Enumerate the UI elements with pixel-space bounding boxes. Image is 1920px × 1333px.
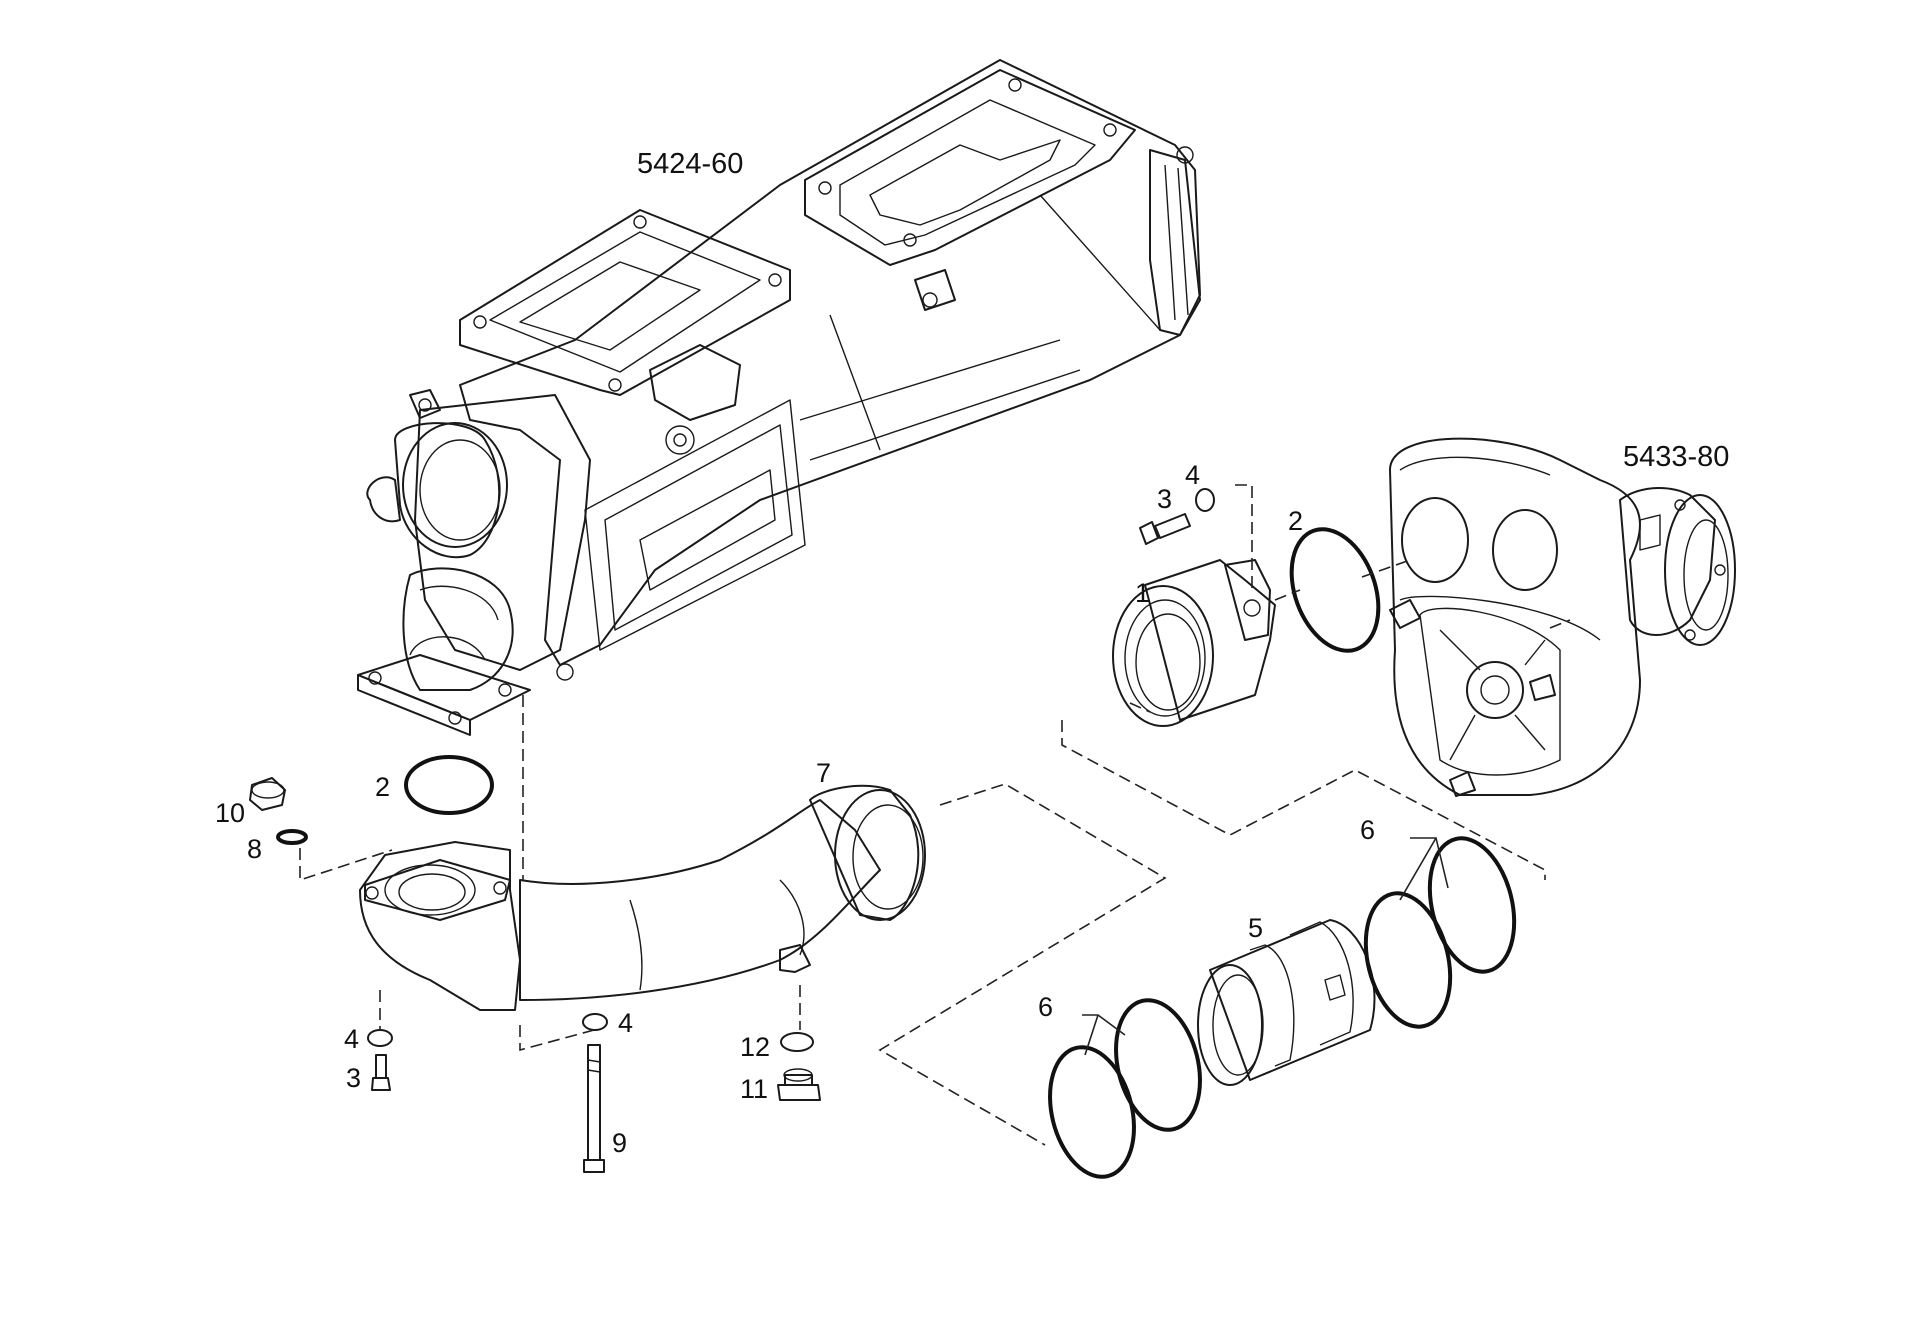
callout-3-lower: 3: [346, 1063, 361, 1093]
callout-4-upper: 4: [1185, 460, 1200, 490]
callout-5: 5: [1248, 913, 1263, 943]
part-9-long-bolt: [583, 1044, 605, 1173]
part-4-washer-lower-mid: [582, 1013, 608, 1031]
callout-7: 7: [816, 758, 831, 788]
assembly-lead-lines: [299, 484, 1571, 1146]
callout-2-lower: 2: [375, 772, 390, 802]
part-2-o-ring-upper: [1289, 527, 1381, 653]
part-7-elbow-pipe: [359, 784, 926, 1011]
part-8-small-o-ring: [276, 829, 308, 845]
part-6-o-ring-a: [1363, 891, 1453, 1029]
part-6-o-ring-d: [1114, 998, 1202, 1132]
part-6-o-ring-b: [1427, 836, 1517, 974]
callout-6-left: 6: [1038, 992, 1053, 1022]
callout-4-lower-mid: 4: [618, 1008, 633, 1038]
pump-housing: [1389, 437, 1736, 797]
part-3-bolt-lower: [371, 1054, 391, 1091]
callout-6-right: 6: [1360, 815, 1375, 845]
callout-12: 12: [740, 1032, 770, 1062]
part-5-coupling-sleeve: [1197, 919, 1376, 1086]
part-1-adapter-sleeve: [1112, 559, 1276, 727]
part-3-bolt-upper: [1139, 513, 1191, 545]
part-11-drain-plug: [777, 1068, 821, 1101]
part-6-o-ring-c: [1048, 1045, 1136, 1179]
part-4-washer-lower-left: [367, 1029, 393, 1047]
callout-3-upper: 3: [1157, 484, 1172, 514]
transfer-housing: [357, 59, 1201, 736]
callout-8: 8: [247, 834, 262, 864]
callout-10: 10: [215, 798, 245, 828]
callout-9: 9: [612, 1128, 627, 1158]
part-12-washer: [780, 1032, 814, 1052]
group-label-top-housing: 5424-60: [637, 148, 743, 180]
callout-11: 11: [740, 1074, 768, 1104]
part-4-washer-upper: [1195, 488, 1215, 512]
part-10-plug: [249, 777, 286, 811]
callout-2-upper: 2: [1288, 506, 1303, 536]
callout-1: 1: [1135, 578, 1150, 608]
group-label-right-housing: 5433-80: [1623, 441, 1729, 473]
callout-leaders: [1082, 837, 1449, 1056]
callout-4-lower-left: 4: [344, 1024, 359, 1054]
part-2-o-ring-lower: [404, 755, 494, 815]
